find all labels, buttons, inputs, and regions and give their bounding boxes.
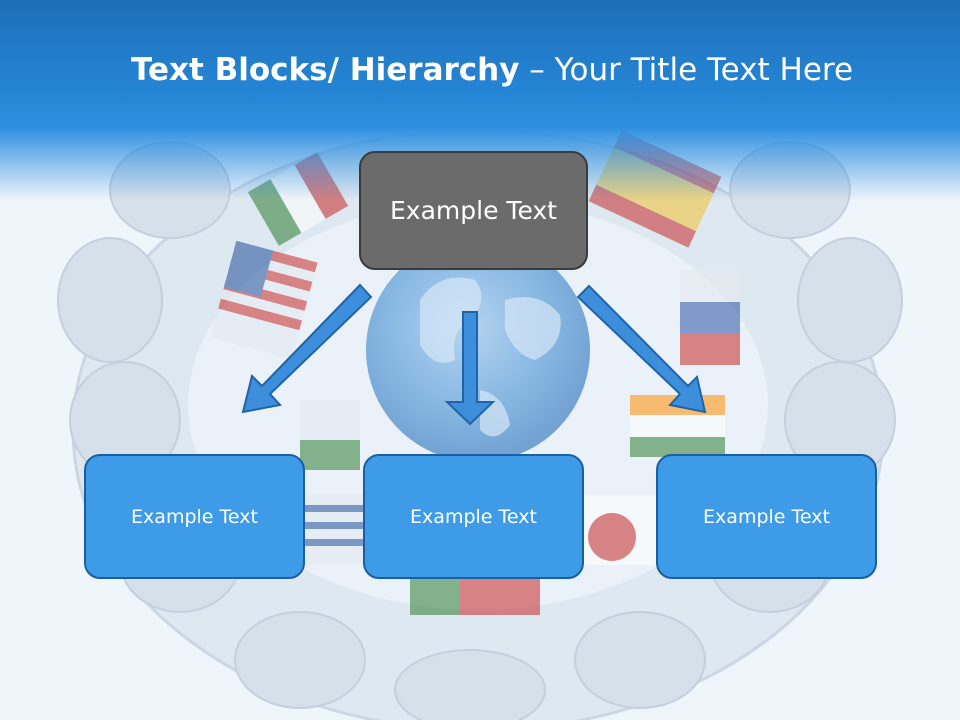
title-regular-part: Your Title Text Here xyxy=(554,52,854,88)
globe-icon xyxy=(366,238,590,462)
title-separator: – xyxy=(519,52,555,88)
title-bold-part: Text Blocks/ Hierarchy xyxy=(130,52,520,88)
top-text-block[interactable]: Example Text xyxy=(359,151,588,270)
child-text-block-left[interactable]: Example Text xyxy=(84,454,305,579)
slide-title: Text Blocks/ Hierarchy – Your Title Text… xyxy=(0,52,960,88)
child-text-block-right[interactable]: Example Text xyxy=(656,454,877,579)
child-text-block-label: Example Text xyxy=(703,505,830,528)
top-text-block-label: Example Text xyxy=(390,196,557,225)
child-text-block-middle[interactable]: Example Text xyxy=(363,454,584,579)
child-text-block-label: Example Text xyxy=(131,505,258,528)
child-text-block-label: Example Text xyxy=(410,505,537,528)
